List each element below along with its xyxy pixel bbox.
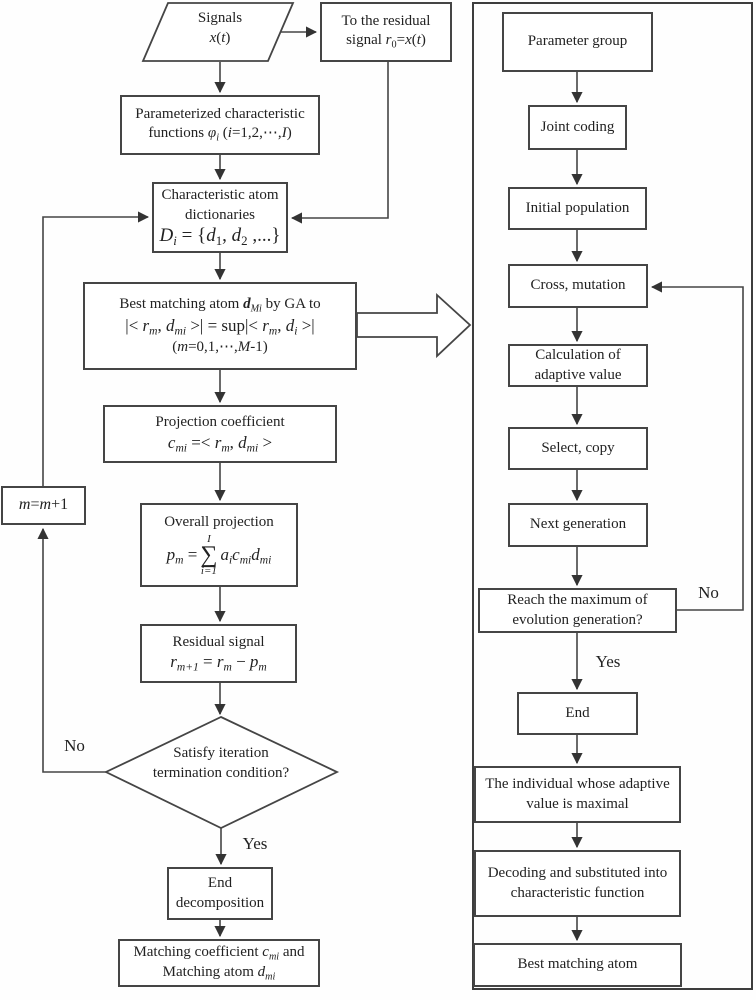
ga-end-label: End — [565, 704, 590, 721]
matching-output-box: Matching coefficient cmi and Matching at… — [118, 939, 320, 987]
overall-projection-box: Overall projection pm = I ∑ i=1 aicmidmi — [140, 503, 298, 587]
decoding-substituted-label: Decoding and substituted into characteri… — [487, 865, 668, 901]
dictionaries-formula: Di = {d1, d2 ,...} — [159, 224, 281, 248]
joint-coding-label: Joint coding — [540, 118, 615, 135]
projection-formula: cmi =< rm, dmi > — [167, 432, 273, 455]
overall-formula-left: pm = — [166, 544, 198, 567]
reach-maximum-label: Reach the maximum of evolution generatio… — [507, 592, 648, 628]
sigma-sum-symbol: I ∑ i=1 — [200, 534, 217, 576]
decision-yes-label: Yes — [242, 834, 268, 853]
signals-parallelogram — [141, 2, 295, 62]
decision-line2: termination condition? — [152, 764, 290, 781]
next-generation-label: Next generation — [529, 516, 627, 533]
m-increment-box: m=m+1 — [1, 486, 86, 525]
signals-line1: Signals — [197, 10, 243, 26]
residual-signal-box: Residual signal rm+1 = rm − pm — [140, 624, 297, 683]
cross-mutation-label: Cross, mutation — [530, 277, 626, 294]
connector-decision-no-mincrement — [37, 527, 106, 773]
end-decomposition-box: End decomposition — [167, 867, 273, 920]
reach-maximum-box: Reach the maximum of evolution generatio… — [478, 588, 677, 633]
best-matching-line1: Best matching atom dMi by GA to — [119, 296, 321, 315]
connector-reachmaximum-no-crossmutation — [650, 281, 744, 611]
best-matching-atom-result-label: Best matching atom — [517, 956, 638, 973]
overall-projection-title: Overall projection — [164, 514, 274, 531]
best-matching-atom-result-box: Best matching atom — [473, 943, 682, 987]
select-copy-label: Select, copy — [541, 439, 615, 456]
cross-mutation-box: Cross, mutation — [508, 264, 648, 308]
dictionaries-line2: dictionaries — [185, 206, 255, 223]
calculation-adaptive-box: Calculation of adaptive value — [508, 344, 648, 387]
initial-population-box: Initial population — [508, 187, 647, 230]
parameter-group-label: Parameter group — [527, 33, 628, 50]
reach-maximum-no-label: No — [698, 583, 719, 602]
to-residual-signal-text: To the residual signal r0=x(t) — [341, 13, 431, 51]
characteristic-dictionaries-box: Characteristic atom dictionaries Di = {d… — [152, 182, 288, 253]
individual-maximal-label: The individual whose adaptive value is m… — [485, 776, 670, 812]
joint-coding-box: Joint coding — [528, 105, 627, 150]
end-decomposition-line2: decomposition — [175, 894, 265, 911]
signals-formula: x(t) — [209, 29, 231, 46]
calculation-adaptive-label: Calculation of adaptive value — [534, 347, 622, 383]
residual-signal-title: Residual signal — [172, 633, 265, 650]
parameterized-line1: Parameterized characteristic — [135, 106, 305, 123]
column-link-arrow — [356, 292, 472, 359]
connector-mincrement-dictionaries — [42, 211, 150, 486]
matching-output-line2: Matching atom dmi — [162, 964, 276, 983]
reach-maximum-yes-label: Yes — [595, 652, 621, 671]
best-matching-atom-box: Best matching atom dMi by GA to |< rm, d… — [83, 282, 357, 370]
parameterized-formula: functions φi (i=1,2,⋯,I) — [148, 125, 292, 144]
residual-signal-formula: rm+1 = rm − pm — [170, 652, 267, 674]
to-residual-signal-box: To the residual signal r0=x(t) — [320, 2, 452, 62]
individual-maximal-box: The individual whose adaptive value is m… — [474, 766, 681, 823]
signals-parallelogram-text: Signals x(t) — [155, 9, 285, 48]
m-increment-formula: m=m+1 — [18, 496, 69, 514]
next-generation-box: Next generation — [508, 503, 648, 547]
decision-line1: Satisfy iteration — [173, 745, 269, 761]
end-decomposition-line1: End — [207, 875, 233, 892]
dictionaries-line1: Characteristic atom — [161, 187, 279, 204]
sigma-sign: ∑ — [200, 542, 218, 569]
sigma-lower-limit: i=1 — [200, 564, 217, 577]
overall-formula-right: aicmidmi — [220, 544, 272, 567]
parameter-group-box: Parameter group — [502, 12, 653, 72]
decoding-substituted-box: Decoding and substituted into characteri… — [474, 850, 681, 917]
matching-output-line1: Matching coefficient cmi and — [133, 943, 305, 962]
decision-diamond — [103, 716, 340, 830]
decision-no-label: No — [64, 736, 85, 755]
connector-residual0-dictionaries — [290, 62, 389, 224]
decision-diamond-text: Satisfy iteration termination condition? — [121, 744, 321, 783]
overall-projection-formula: pm = I ∑ i=1 aicmidmi — [167, 534, 272, 576]
parameterized-functions-box: Parameterized characteristic functions φ… — [120, 95, 320, 155]
ga-end-box: End — [517, 692, 638, 735]
projection-title: Projection coefficient — [155, 414, 285, 431]
best-matching-formula: |< rm, dmi >| = sup|< rm, di >| — [125, 315, 315, 338]
select-copy-box: Select, copy — [508, 427, 648, 470]
ga-subflow-frame — [472, 2, 753, 990]
sigma-upper-limit: I — [207, 533, 211, 546]
projection-coefficient-box: Projection coefficient cmi =< rm, dmi > — [103, 405, 337, 463]
initial-population-label: Initial population — [525, 199, 630, 216]
best-matching-line3: (m=0,1,⋯,M-1) — [172, 338, 268, 355]
